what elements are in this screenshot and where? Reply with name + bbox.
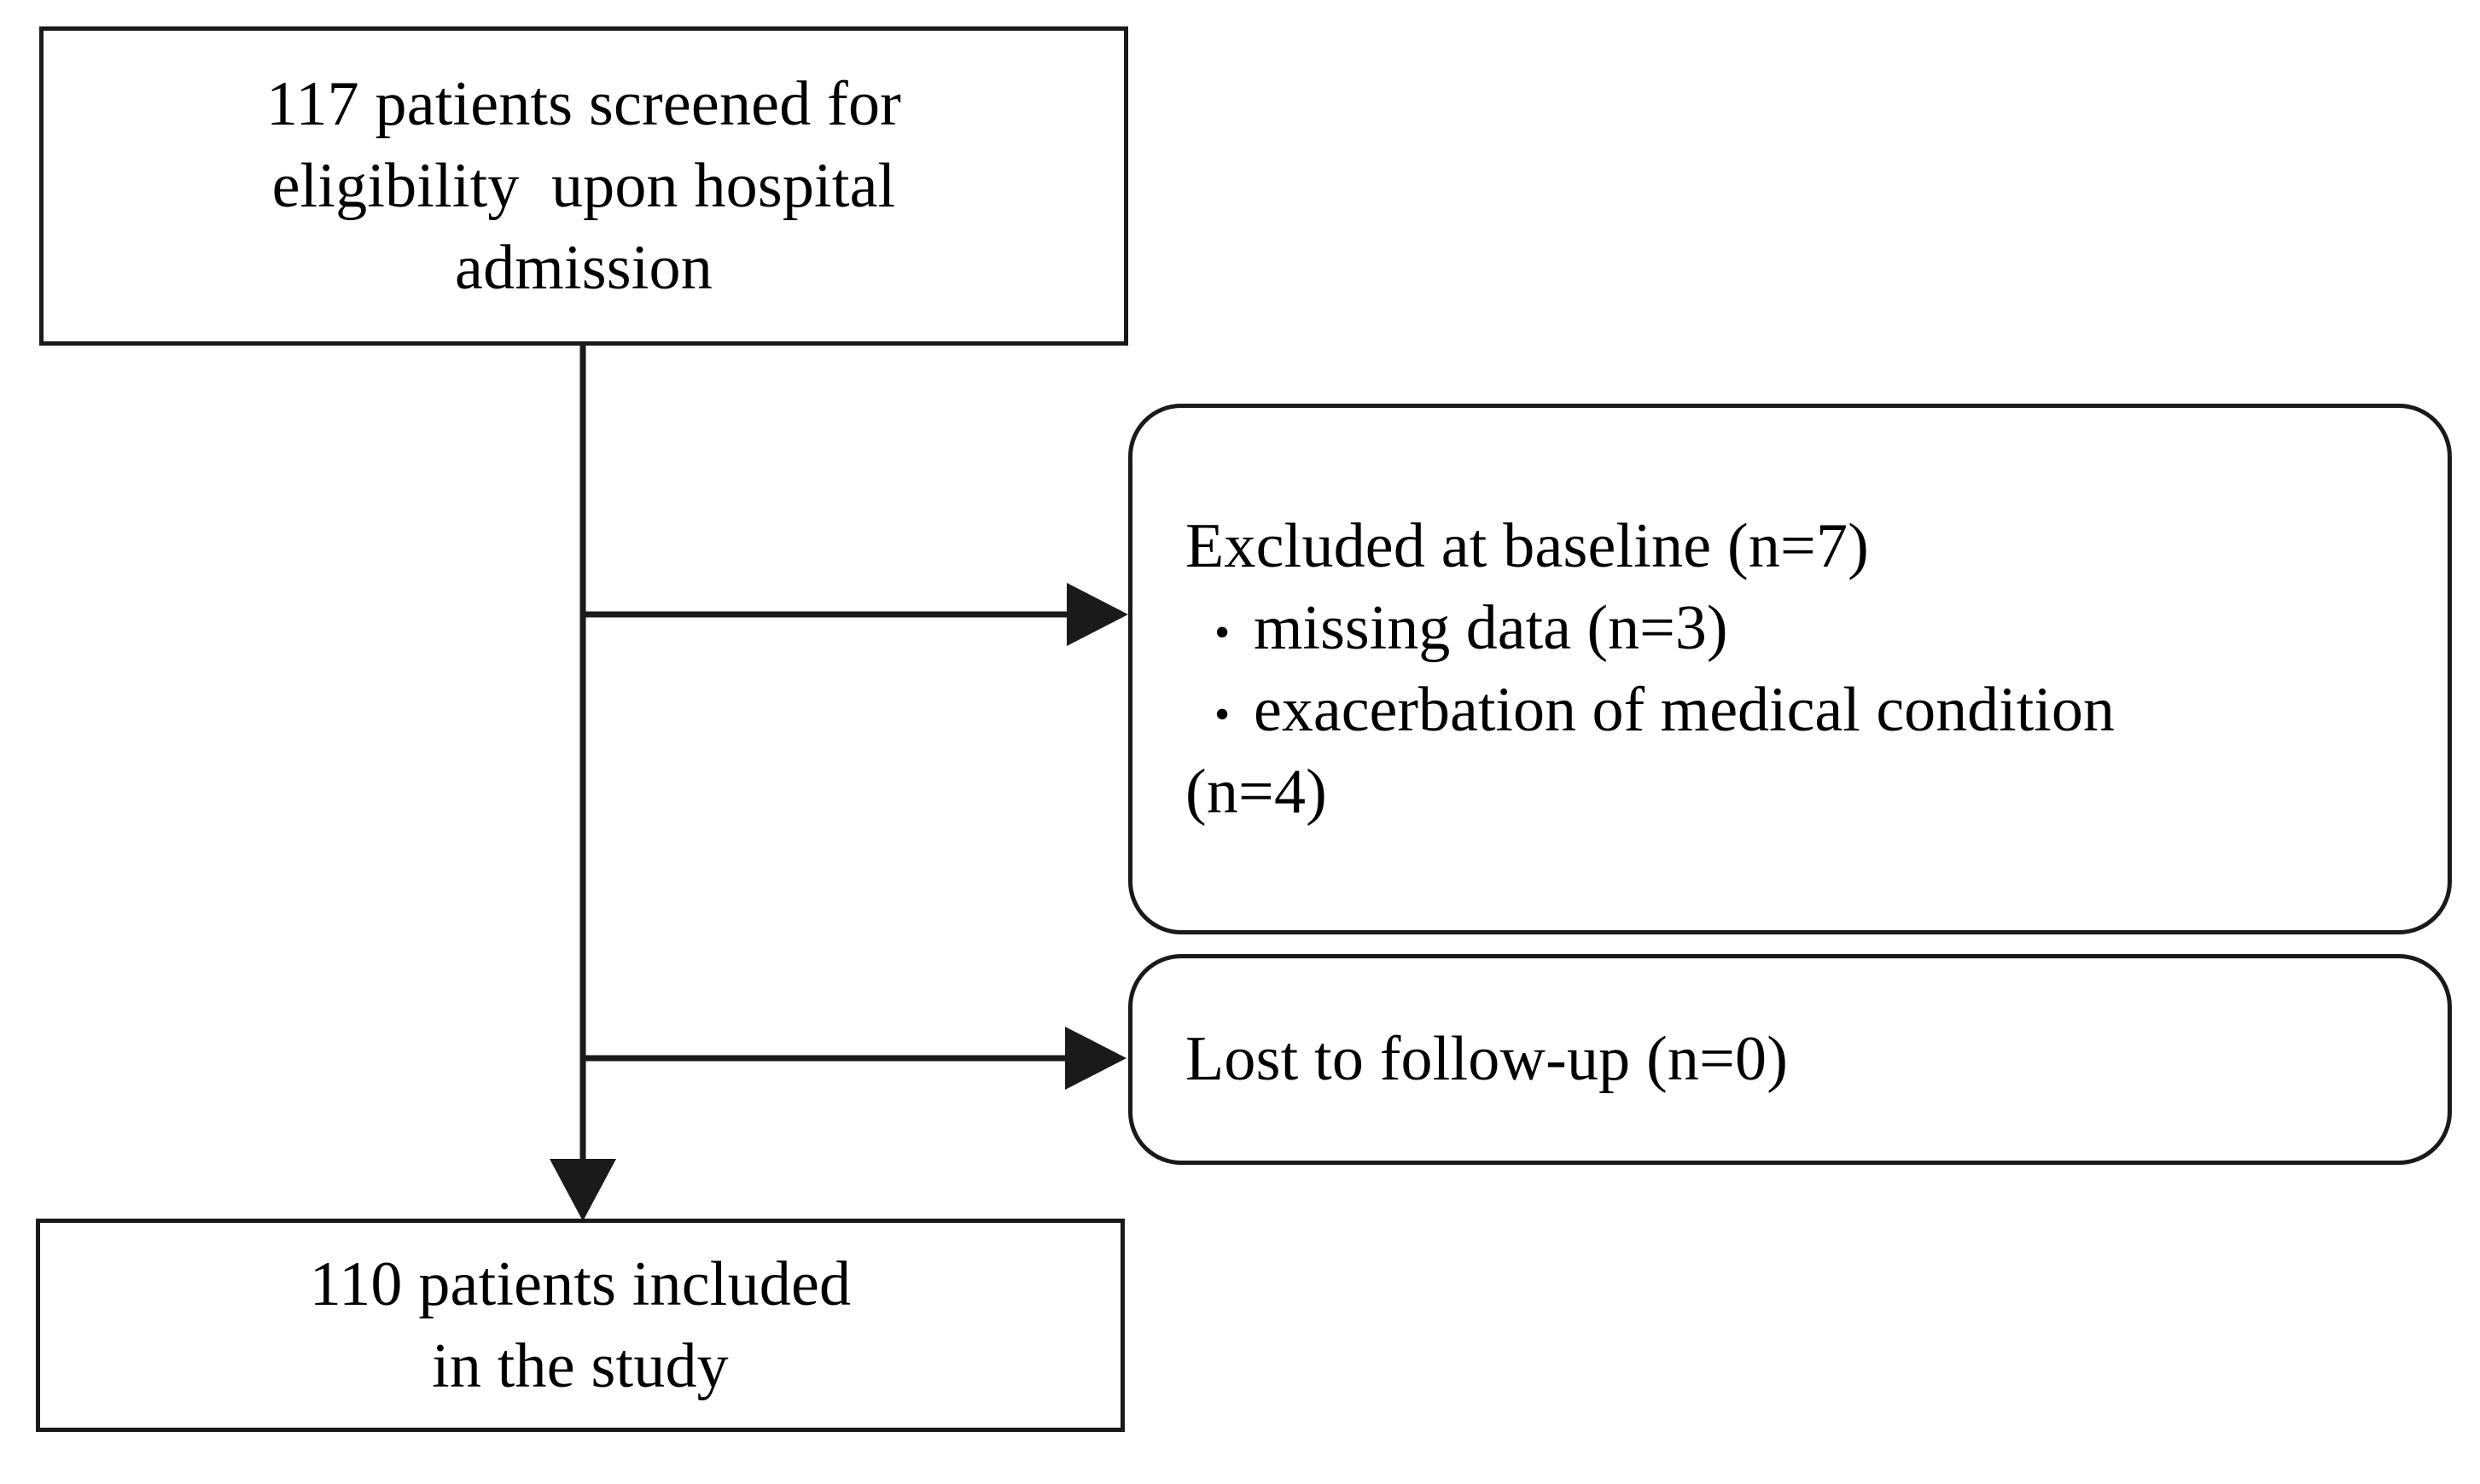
node-excluded-bullet-missing-data: • missing data (n=3) (1185, 587, 1728, 669)
node-patients-screened: 117 patients screened for eligibility up… (39, 26, 1128, 346)
arrowhead-right-to-lost (1065, 1027, 1126, 1090)
node-excluded-bullet-1-label: missing data (n=3) (1254, 592, 1728, 663)
node-excluded-bullet-exacerbation: • exacerbation of medical condition (1185, 669, 2115, 751)
node-patients-included: 110 patients included in the study (36, 1219, 1125, 1432)
node-lost-label: Lost to follow-up (n=0) (1185, 1024, 1789, 1095)
arrowhead-right-to-excluded (1067, 583, 1128, 646)
node-excluded-at-baseline: Excluded at baseline (n=7) • missing data… (1128, 404, 2452, 934)
arrowhead-down-to-included (550, 1159, 616, 1221)
bullet-icon: • (1214, 608, 1231, 657)
node-excluded-bullet-2-label: exacerbation of medical condition (1254, 675, 2115, 745)
node-screened-line-1: 117 patients screened for (265, 68, 902, 139)
node-excluded-heading: Excluded at baseline (n=7) (1185, 510, 1870, 581)
node-lost-to-follow-up: Lost to follow-up (n=0) (1128, 954, 2452, 1165)
bullet-icon: • (1214, 690, 1231, 739)
node-screened-line-2: eligibility upon hospital (271, 150, 896, 221)
node-screened-line-3: admission (455, 233, 713, 304)
node-included-line-2: in the study (432, 1331, 729, 1401)
node-included-line-1: 110 patients included (309, 1248, 852, 1319)
node-excluded-trailing-count: (n=4) (1185, 757, 1328, 828)
